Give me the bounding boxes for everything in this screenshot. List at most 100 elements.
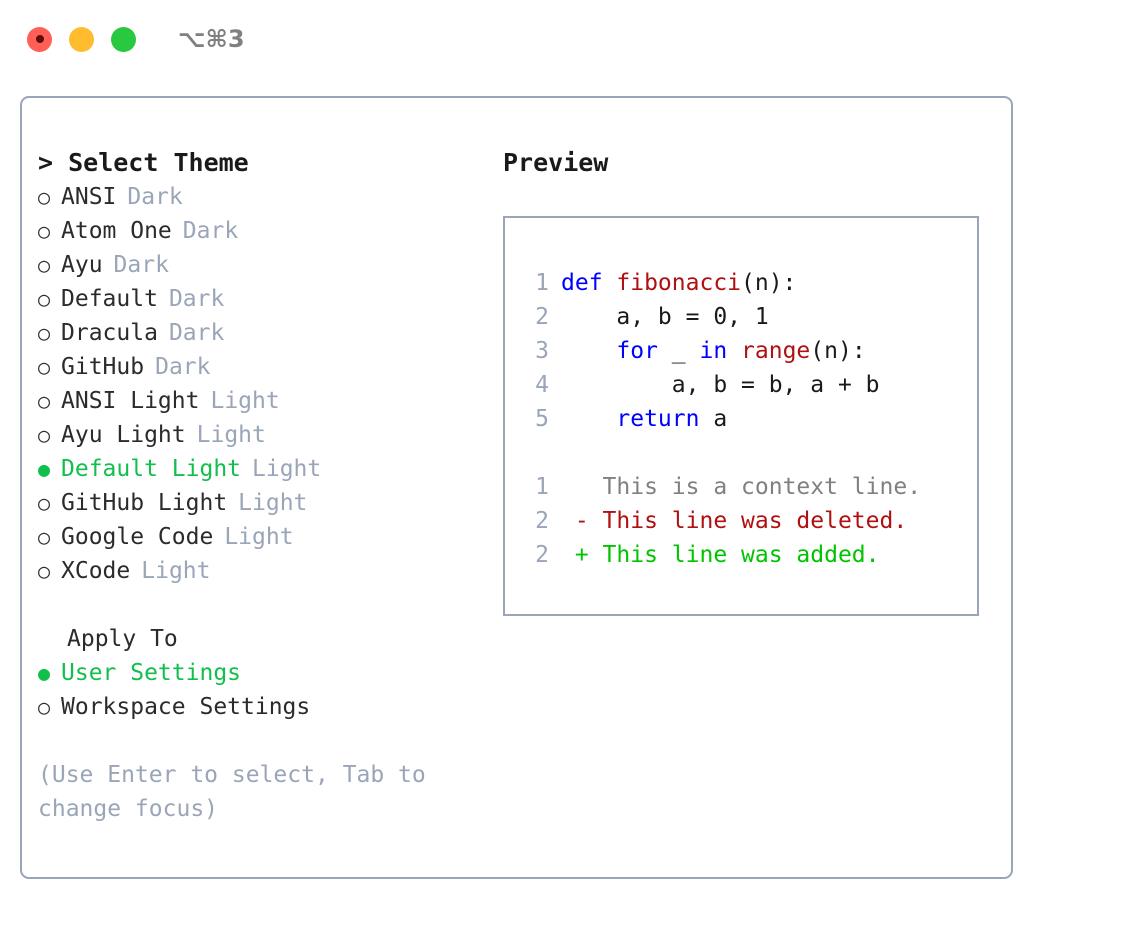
diff-line-1: 2 - This line was deleted. [523,504,921,538]
theme-item-tag: Dark [127,184,183,210]
diff-line-2: 2 + This line was added. [523,538,921,572]
code-token: for [616,338,658,364]
theme-item-tag: Light [210,388,280,414]
code-line-number: 4 [535,372,549,398]
traffic-lights [27,26,136,52]
close-button[interactable] [27,26,52,52]
theme-item-label: Google Code [61,524,214,550]
theme-item-tag: Light [238,490,308,516]
diff-line-0: 1 This is a context line. [523,470,921,504]
theme-item-tag: Dark [113,252,169,278]
theme-item-label: GitHub Light [61,490,228,516]
keyboard-shortcut-label: ⌥⌘3 [178,25,245,53]
diff-line-number: 1 [535,474,549,500]
theme-item-tag: Dark [155,354,211,380]
theme-item-label: Ayu [61,252,103,278]
theme-item-0[interactable]: ○ ANSI Dark [38,180,488,214]
code-token: return [616,406,700,432]
theme-item-9[interactable]: ○ GitHub Light Light [38,486,488,520]
radio-unselected-icon: ○ [38,185,51,209]
code-line-3: 4 a, b = b, a + b [523,368,921,402]
theme-item-label: Ayu Light [61,422,186,448]
diff-line-number: 2 [535,542,549,568]
code-line-2: 3 for _ in range(n): [523,334,921,368]
code-token: (n): [741,270,797,296]
radio-unselected-icon: ○ [38,491,51,515]
code-line-number: 1 [535,270,549,296]
code-token: a, b = b, a + b [561,372,880,398]
code-token: a [699,406,728,432]
maximize-button[interactable] [111,26,136,52]
code-token: _ [657,338,700,364]
radio-unselected-icon: ○ [38,287,51,311]
radio-unselected-icon: ○ [38,321,51,345]
code-token: in [699,338,742,364]
code-line-4: 5 return a [523,402,921,436]
theme-item-tag: Dark [168,320,225,346]
code-token: fibonacci [616,270,742,296]
diff-marker: + [561,542,589,568]
code-token [561,402,616,436]
code-line-number: 5 [535,406,549,432]
theme-item-7[interactable]: ○ Ayu Light Light [38,418,488,452]
theme-item-label: Default [61,286,158,312]
theme-item-tag: Light [196,422,266,448]
code-line-number: 2 [535,304,549,330]
radio-unselected-icon: ○ [38,695,51,719]
theme-item-label: ANSI Light [61,388,200,414]
radio-unselected-icon: ○ [38,559,51,583]
theme-item-1[interactable]: ○ Atom One Dark [38,214,488,248]
diff-text: This line was deleted. [588,508,908,534]
preview-title: Preview [503,148,609,177]
theme-item-label: ANSI [61,184,117,210]
radio-unselected-icon: ○ [38,525,51,549]
theme-item-tag: Dark [168,286,225,312]
radio-unselected-icon: ○ [38,219,51,243]
radio-selected-icon: ● [38,661,51,685]
apply-to-list[interactable]: ● User Settings ○ Workspace Settings [38,656,488,724]
apply-option-0[interactable]: ● User Settings [38,656,488,690]
code-line-number: 3 [535,338,549,364]
diff-marker [561,470,589,504]
theme-item-tag: Light [141,558,211,584]
radio-unselected-icon: ○ [38,423,51,447]
theme-item-4[interactable]: ○ Dracula Dark [38,316,488,350]
minimize-button[interactable] [69,26,94,52]
theme-item-label: Atom One [61,218,172,244]
theme-item-11[interactable]: ○ XCode Light [38,554,488,588]
theme-item-label: Dracula [61,320,158,346]
theme-item-10[interactable]: ○ Google Code Light [38,520,488,554]
apply-option-label: Workspace Settings [61,694,311,720]
code-token: def [561,270,617,296]
theme-item-tag: Light [252,456,322,482]
code-token [561,334,616,368]
theme-item-label: GitHub [61,354,145,380]
code-token: a, b = 0, 1 [561,304,769,330]
code-line-0: 1 def fibonacci(n): [523,266,921,300]
apply-option-1[interactable]: ○ Workspace Settings [38,690,488,724]
apply-to-label: Apply To [67,626,178,652]
window-titlebar: ⌥⌘3 [0,0,1140,78]
theme-item-3[interactable]: ○ Default Dark [38,282,488,316]
code-diff-separator [523,436,921,470]
theme-item-label: XCode [61,558,131,584]
code-token: range [741,338,811,364]
apply-option-label: User Settings [61,660,242,686]
code-token: (n): [810,338,866,364]
diff-text: This line was added. [588,542,880,568]
diff-line-number: 2 [535,508,549,534]
theme-item-label: Default Light [61,456,242,482]
select-theme-header: > Select Theme [38,148,249,177]
theme-item-tag: Light [224,524,294,550]
code-line-1: 2 a, b = 0, 1 [523,300,921,334]
theme-item-tag: Dark [182,218,239,244]
